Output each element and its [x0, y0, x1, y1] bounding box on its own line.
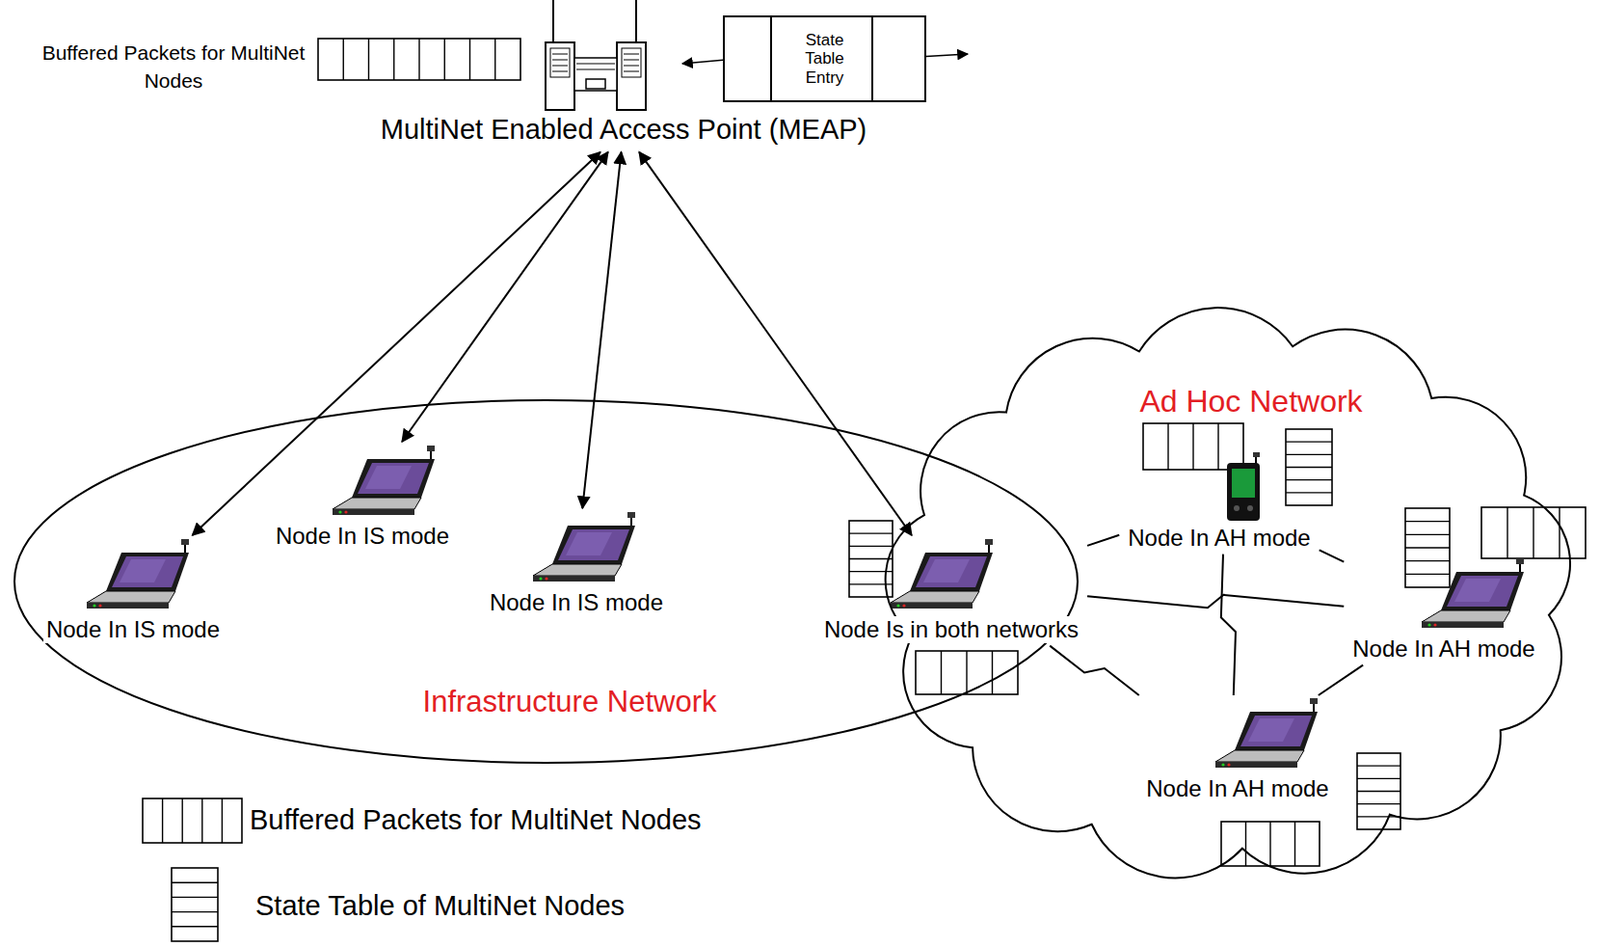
- network-node: Node In AH mode: [1121, 452, 1316, 552]
- network-node: Node In IS mode: [269, 445, 455, 550]
- network-node: Node In AH mode: [1346, 558, 1541, 663]
- laptop-icon: [1412, 558, 1533, 636]
- region-label: Infrastructure Network: [423, 684, 718, 720]
- laptop-icon: [1421, 558, 1524, 628]
- laptop-icon: [880, 538, 1002, 616]
- laptop-icon: [533, 511, 636, 582]
- state-table: [1357, 752, 1401, 829]
- state-table: [1285, 428, 1333, 506]
- node-label: Node In IS mode: [272, 522, 453, 550]
- cell-dividers: [1357, 765, 1401, 817]
- cell-dividers: [343, 38, 496, 80]
- node-label: Node In AH mode: [1124, 524, 1313, 552]
- packet-buffer: [1143, 423, 1244, 470]
- antenna: [635, 0, 638, 44]
- cell-dividers: [1168, 423, 1219, 470]
- double-arrow: [639, 152, 912, 535]
- laptop-icon: [332, 445, 435, 515]
- packet-buffer: [142, 798, 242, 843]
- node-label: Node In AH mode: [1349, 635, 1538, 663]
- state-table: [1405, 507, 1450, 587]
- wireless-link: [1318, 665, 1363, 695]
- bridge-port: [586, 79, 606, 89]
- legend-text: Buffered Packets for MultiNet Nodes: [249, 803, 702, 836]
- cell-dividers: [1405, 521, 1450, 575]
- tower-panel: [621, 48, 641, 78]
- state-table-entry: State Table Entry: [722, 15, 927, 103]
- tower: [545, 42, 575, 110]
- wireless-link: [1087, 594, 1344, 608]
- access-point-icon: [545, 0, 646, 110]
- cell-dividers: [941, 650, 993, 694]
- bridge-lines: [576, 63, 615, 70]
- network-region: Ad Hoc NetworkNode In AH modeNode In AH …: [867, 300, 1591, 889]
- cell-outline: [171, 867, 218, 941]
- wireless-link: [1049, 645, 1140, 695]
- double-arrow: [582, 152, 621, 508]
- device-label: MultiNet Enabled Access Point (MEAP): [380, 113, 867, 146]
- cell-dividers: [1285, 441, 1333, 493]
- node-label: Node Is in both networks: [821, 615, 1082, 643]
- cell-outline: [1221, 821, 1320, 866]
- tower-slots: [623, 53, 640, 72]
- packet-buffer: [915, 650, 1018, 694]
- cell-outline: [318, 38, 521, 80]
- network-node: Node Is in both networks: [818, 538, 1085, 643]
- packet-buffer: [318, 38, 521, 80]
- network-region: Infrastructure NetworkNode In IS modeNod…: [12, 398, 1080, 765]
- buffer-caption: Buffered Packets for MultiNet Nodes: [38, 38, 309, 96]
- network-node: Node In IS mode: [483, 511, 669, 616]
- laptop-icon: [1215, 697, 1318, 768]
- laptop-icon: [86, 538, 189, 609]
- node-label: Node In AH mode: [1143, 774, 1332, 802]
- access-point: MultiNet Enabled Access Point (MEAP): [375, 111, 872, 148]
- ellipse-outline: [14, 400, 1078, 763]
- wireless-link: [1087, 534, 1120, 546]
- double-arrow: [192, 152, 601, 535]
- cell-outline: [1357, 752, 1401, 829]
- cell-outline: [142, 798, 242, 843]
- antenna: [552, 0, 555, 44]
- laptop-icon: [1205, 697, 1327, 775]
- cell-dividers: [771, 15, 873, 103]
- tower-panel: [550, 48, 570, 78]
- laptop-icon: [523, 511, 644, 589]
- cloud-outline: [885, 307, 1571, 878]
- laptop-icon: [322, 445, 444, 523]
- wireless-link: [1319, 549, 1345, 561]
- cell-outline: [1143, 423, 1244, 470]
- table-label: State Table Entry: [794, 30, 856, 88]
- pda-icon: [1226, 452, 1260, 521]
- legend-text: State Table of MultiNet Nodes: [255, 889, 625, 922]
- cell-outline: [915, 650, 1018, 694]
- region-label: Ad Hoc Network: [1139, 383, 1362, 420]
- wireless-link: [1221, 554, 1236, 695]
- node-label: Node In IS mode: [43, 615, 223, 643]
- state-table: [171, 867, 218, 941]
- pda-icon: [1219, 452, 1268, 525]
- network-node: Node In AH mode: [1140, 697, 1334, 802]
- cell-dividers: [162, 798, 223, 843]
- tower: [616, 42, 646, 110]
- network-node: Node In IS mode: [40, 538, 226, 643]
- cell-dividers: [171, 881, 218, 927]
- tower-slots: [552, 53, 568, 72]
- node-label: Node In IS mode: [486, 588, 667, 616]
- legend-swatches: [142, 798, 242, 941]
- cell-dividers: [1246, 821, 1296, 866]
- bridge-box: [574, 57, 617, 91]
- cell-outline: [1285, 428, 1333, 506]
- laptop-icon: [77, 538, 198, 616]
- double-arrow: [401, 152, 609, 442]
- laptop-icon: [890, 538, 993, 609]
- packet-buffer: [1221, 821, 1320, 866]
- cell-outline: [1405, 507, 1450, 587]
